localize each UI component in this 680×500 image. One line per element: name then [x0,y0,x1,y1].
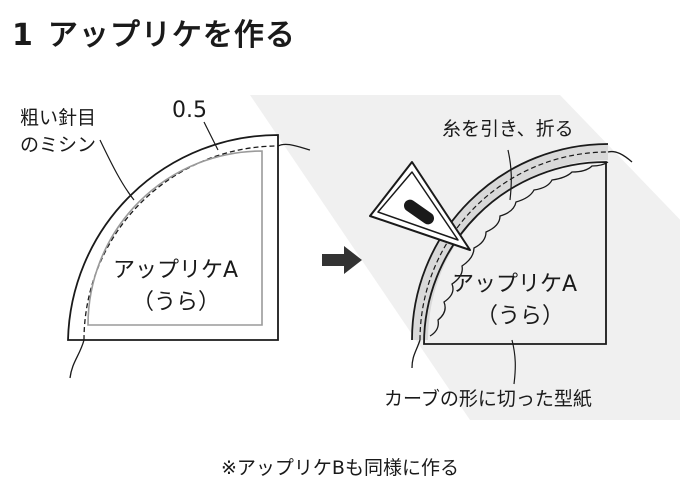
right-thread-bottom [411,339,421,369]
stitch-label-line2: のミシン [20,134,97,156]
left-piece-label: アップリケA [113,258,239,283]
right-stitch-line [419,151,609,341]
left-quarter-piece [67,121,311,379]
pull-leader-line [507,149,512,201]
pull-label: 糸を引き、折る [442,118,574,140]
right-piece-sub: （うら） [476,304,565,329]
page-title: 1 アップリケを作る [12,10,296,54]
left-fabric-outline [67,134,279,341]
left-template-outline [87,150,263,326]
right-arrow-icon [322,246,362,274]
right-thread-top [607,150,633,163]
step-title-text: アップリケを作る [47,18,296,53]
stitch-label-line1: 粗い針目 [20,107,97,129]
template-label: カーブの形に切った型紙 [384,388,592,410]
stitch-leader-line [99,139,135,201]
left-piece-sub: （うら） [132,290,221,315]
template-leader-line [511,339,516,385]
step-number: 1 [12,18,34,53]
left-stitch-line [83,145,279,341]
left-thread-top [277,143,311,151]
right-gathered-edge [429,161,609,337]
right-piece-label: アップリケA [452,272,578,297]
allowance-leader-line [203,121,219,151]
right-fabric-outline [411,143,609,341]
left-thread-bottom [69,339,85,379]
background-shadow [250,95,680,420]
seam-allowance-value: 0.5 [172,98,207,123]
right-template-outline [423,161,607,345]
iron-icon [369,161,471,251]
footnote: ※アップリケBも同様に作る [221,457,459,479]
